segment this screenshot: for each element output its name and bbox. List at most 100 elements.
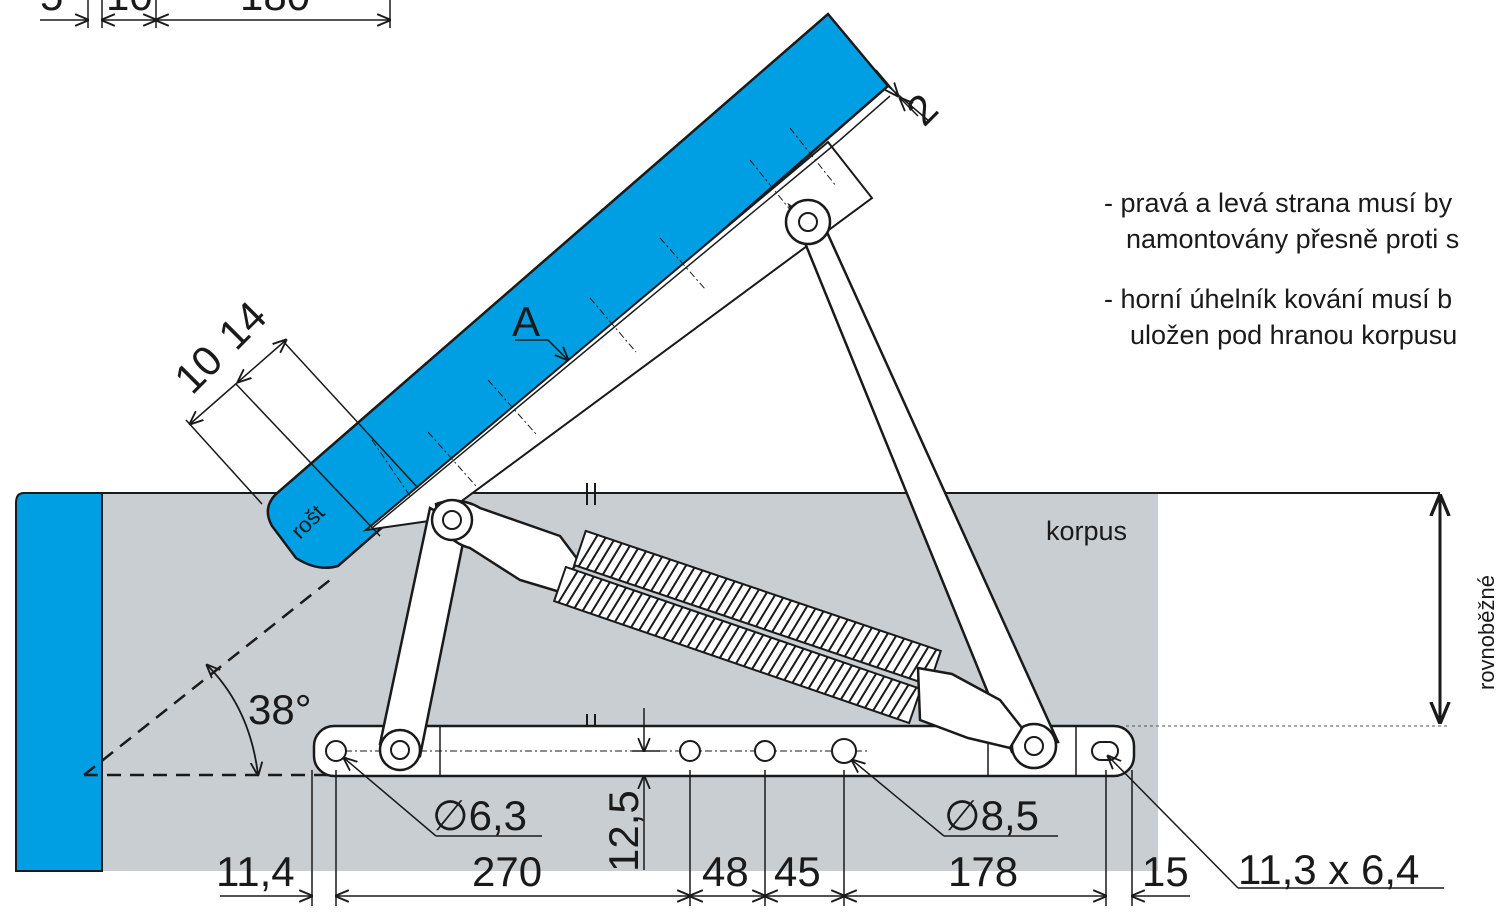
spring-coil-turn [839,667,861,701]
spring-coil-turn [589,581,611,615]
spring-coil-turn [618,548,639,581]
bottom-rail [312,724,1136,778]
spring-coil-turn [557,570,579,604]
parallel-mark-top [586,483,596,505]
spring-coil-turn [755,594,776,628]
spring-coil-turn [706,578,728,611]
spring-coils [552,529,943,725]
spring-coil-turn [872,678,894,712]
spring-coil-turn [581,578,603,612]
spring-coil-turn [803,610,825,644]
spring-coil-turn [698,575,720,608]
dim-15: 15 [1142,848,1189,895]
spring-coil-turn [646,601,668,634]
spring-coil-turn [880,681,902,714]
dim-45: 45 [774,848,821,895]
dim-178: 178 [948,848,1018,895]
spring-coil-turn [682,569,704,603]
hole-callouts: ∅6,3 ∅8,5 11,3 x 6,4 [344,756,1444,893]
spring-coil-turn [815,659,837,692]
spring-coil-turn [827,618,849,652]
spring-coil-turn [714,580,736,614]
spring-coil-turn [908,646,930,679]
spring-coil-turn [791,650,813,684]
spring-coil-turn [876,635,897,668]
dim-slot: 11,3 x 6,4 [1238,846,1419,893]
spring-bracket-bottom [916,666,1024,750]
hole-1 [679,740,701,762]
spring-coil-turn [730,586,752,619]
spring-coil-turn [605,587,627,620]
note-line-1: - pravá a levá strana musí by [1104,188,1453,218]
side-panel-blue [15,492,103,872]
spring-coil-turn [823,662,845,695]
spring-coil-turn [743,634,765,667]
spring-coil-turn [888,684,910,717]
spring-coil-turn [722,583,744,617]
spring-coil-turn [835,621,857,655]
spring-coil-turn [577,534,599,568]
angle-construction: 38° [83,579,331,775]
spring-coil-turn [686,614,708,648]
arms [378,198,1060,772]
section-label: A [512,298,540,345]
spring-coil-turn [856,673,878,706]
note-line-3: - horní úhelník kování musí b [1104,284,1452,314]
dim-5: 5 [40,0,63,19]
spring-coil-turn [585,537,607,570]
spring-coil-turn [851,627,873,660]
spring-coil-turn [739,588,760,622]
spring-coil-turn [654,603,676,637]
korpus-label: korpus [1046,516,1127,546]
spring-coil-turn [690,572,712,606]
bottom-dimensions: 11,4 270 48 45 178 15 [216,770,1190,906]
dim-180: 180 [240,0,310,19]
lid: rošt A [266,12,890,569]
spring-coil-turn [597,584,619,617]
spring-coil-turn [662,606,684,640]
dim-hole-small: ∅6,3 [432,792,527,839]
hole-large [831,738,857,764]
spring-coil-turn [884,638,906,671]
spring-coil-turn [807,656,829,689]
dim-hole-large: ∅8,5 [944,792,1039,839]
spring-coil-turn [735,631,757,665]
note-line-4: uložen pod hranou korpusu [1130,320,1457,350]
spring-coil-turn [727,628,748,662]
spring-coil-turn [634,553,655,587]
spring-coil-turn [622,592,644,626]
parallel-dimension: rovnoběžné [1126,496,1499,727]
spring-coil-turn [658,561,680,595]
spring-coil-turn [751,637,773,670]
spring-coil-turn [896,686,918,720]
lid-panel [266,12,890,569]
parallel-label: rovnoběžné [1474,575,1499,690]
spring-coil-turn [626,550,647,584]
spring-coil-turn [674,567,696,600]
spring-coil-turn [642,556,664,589]
dim-2: 2 [897,85,947,135]
spring-coil-turn [779,602,801,636]
dim-10-lid: 10 [165,336,231,402]
note-line-2: namontovány přesně proti s [1126,224,1459,254]
spring-coil-turn [638,598,660,631]
spring-coil-turn [614,589,636,623]
spring-coil-turn [565,573,587,606]
spring-coil-turn [811,613,833,647]
cabinet-body [15,492,1440,872]
top-dimensions: 5 10 180 [40,0,390,28]
slot-hole [1091,741,1119,761]
spring-assembly [430,498,1024,750]
assembly-notes: - pravá a levá strana musí by namontován… [1104,188,1459,350]
angle-arc [207,665,258,775]
spring-coil-turn [710,623,732,656]
spring-coil-turn [892,640,914,674]
dim-11-4: 11,4 [216,848,295,895]
spring-coil-turn [593,539,615,573]
spring-coil-turn [819,616,841,649]
hole-2 [754,740,776,762]
angle-label: 38° [248,686,312,733]
spring-coil-turn [747,591,768,625]
spring-coil-turn [868,632,889,666]
